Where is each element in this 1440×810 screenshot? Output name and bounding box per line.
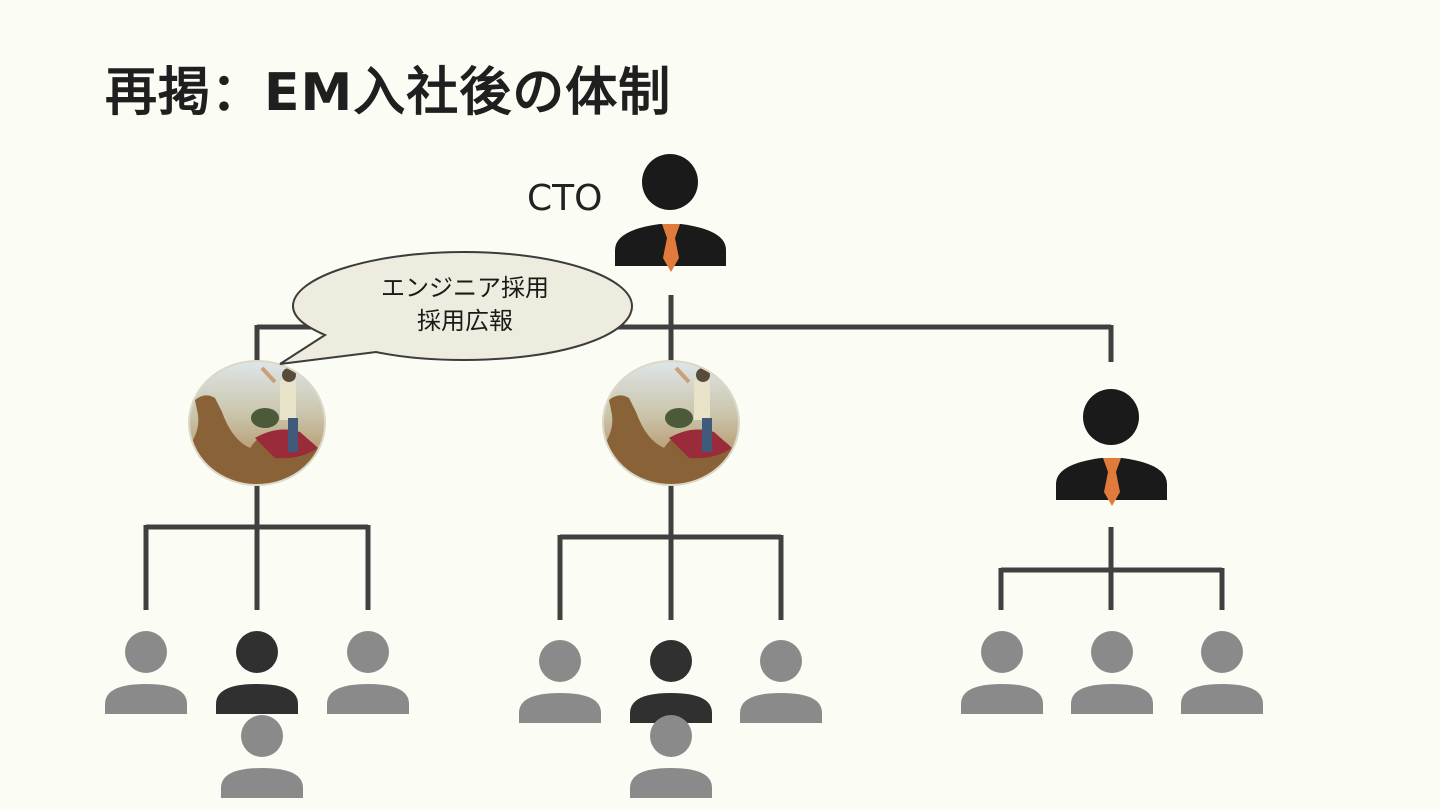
member-person-icon bbox=[105, 631, 187, 714]
middle-team bbox=[519, 640, 822, 798]
member-person-icon bbox=[961, 631, 1043, 714]
speech-bubble bbox=[279, 250, 634, 365]
right-team bbox=[961, 631, 1263, 714]
member-person-icon bbox=[740, 640, 822, 723]
cto-label: CTO bbox=[527, 178, 603, 219]
page-title: 再掲：EM入社後の体制 bbox=[105, 63, 672, 123]
member-dark-person-icon bbox=[630, 640, 712, 723]
speech-bubble-text: エンジニア採用 採用広報 bbox=[315, 272, 615, 338]
speech-bubble-line-1: エンジニア採用 bbox=[381, 274, 549, 302]
member-dark-person-icon bbox=[216, 631, 298, 714]
cto-person-with-tie-icon bbox=[615, 154, 726, 272]
member-person-icon bbox=[1071, 631, 1153, 714]
manager-person-with-tie-icon bbox=[1056, 389, 1167, 506]
speech-bubble-line-2: 採用広報 bbox=[417, 307, 513, 335]
member-person-icon bbox=[327, 631, 409, 714]
em-photo-left bbox=[189, 361, 325, 485]
member-person-icon bbox=[1181, 631, 1263, 714]
left-team bbox=[105, 631, 409, 798]
connector-lines bbox=[143, 295, 1225, 620]
em-photo-middle bbox=[603, 361, 739, 485]
member-person-icon bbox=[519, 640, 601, 723]
member-person-icon bbox=[630, 715, 712, 798]
member-person-icon bbox=[221, 715, 303, 798]
